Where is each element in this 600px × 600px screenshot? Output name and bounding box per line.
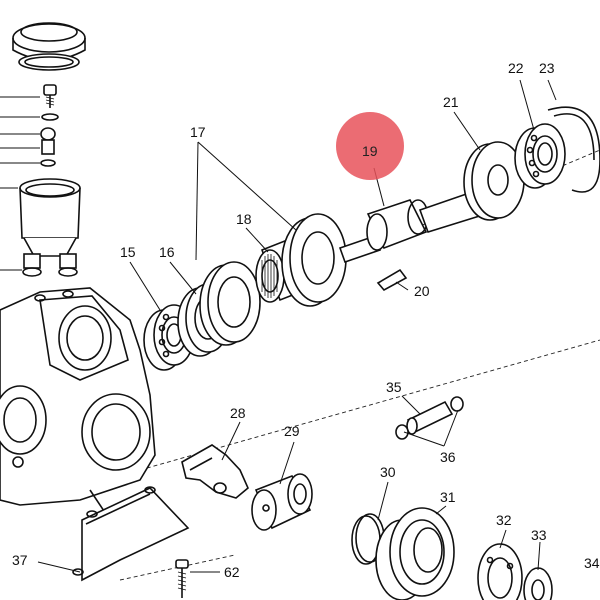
sight-glass bbox=[19, 178, 81, 277]
callout-28: 28 bbox=[230, 405, 246, 421]
connecting-rod-28 bbox=[181, 444, 249, 499]
callout-17: 17 bbox=[190, 124, 206, 140]
callout-36: 36 bbox=[440, 449, 456, 465]
callout-37: 37 bbox=[12, 552, 28, 568]
leader-lines bbox=[37, 79, 557, 573]
small-parts-stack bbox=[40, 84, 59, 167]
callout-22: 22 bbox=[508, 60, 524, 76]
callout-21: 21 bbox=[443, 94, 459, 110]
valve-disc-32 bbox=[477, 543, 523, 600]
callout-30: 30 bbox=[380, 464, 396, 480]
callout-31: 31 bbox=[440, 489, 456, 505]
callout-62: 62 bbox=[224, 564, 240, 580]
pump-housing bbox=[0, 287, 156, 521]
part-33 bbox=[523, 567, 553, 600]
bolt-62 bbox=[175, 559, 189, 598]
callout-35: 35 bbox=[386, 379, 402, 395]
flange-21 bbox=[463, 141, 525, 221]
highlight-marker bbox=[336, 112, 404, 180]
callout-33: 33 bbox=[531, 527, 547, 543]
piston-29 bbox=[251, 473, 313, 531]
callout-32: 32 bbox=[496, 512, 512, 528]
callout-23: 23 bbox=[539, 60, 555, 76]
bearing-15 bbox=[143, 304, 195, 371]
filler-cap bbox=[12, 22, 86, 71]
cylinder-31 bbox=[375, 507, 455, 600]
callout-15: 15 bbox=[120, 244, 136, 260]
left-leader-ticks bbox=[0, 96, 40, 271]
callout-19: 19 bbox=[362, 143, 378, 159]
guard-plate-37 bbox=[72, 486, 190, 582]
callout-16: 16 bbox=[159, 244, 175, 260]
callout-29: 29 bbox=[284, 423, 300, 439]
bearing-22 bbox=[514, 123, 566, 189]
callout-18: 18 bbox=[236, 211, 252, 227]
callout-20: 20 bbox=[414, 283, 430, 299]
callout-34: 34 bbox=[584, 555, 600, 571]
seal-ring-17a bbox=[199, 261, 261, 346]
key-20 bbox=[376, 268, 408, 292]
pin-35 bbox=[395, 396, 464, 440]
seal-ring-17b bbox=[281, 213, 347, 307]
